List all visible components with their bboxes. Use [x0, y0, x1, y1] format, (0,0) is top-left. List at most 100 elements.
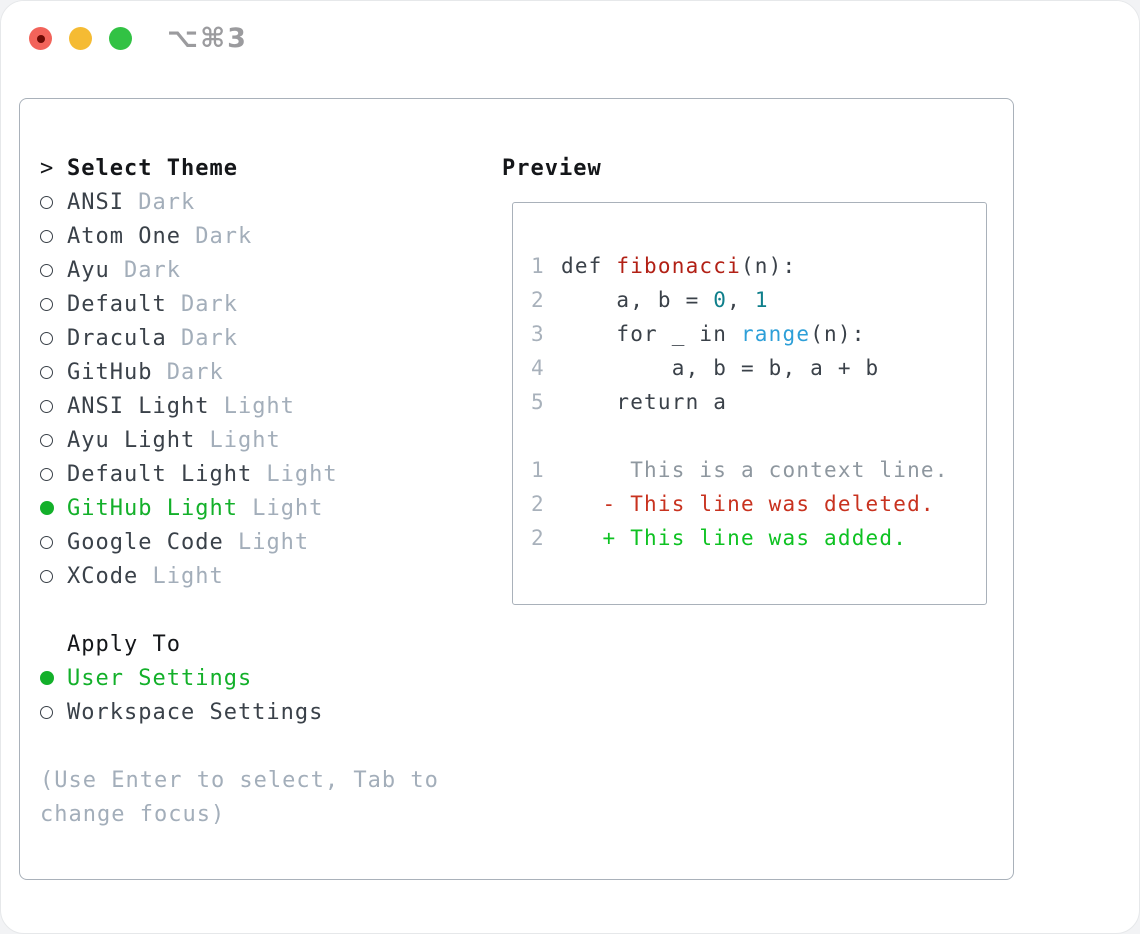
apply-option-label: Workspace Settings [67, 699, 324, 725]
theme-section-header: > Select Theme [40, 151, 480, 185]
theme-option-github[interactable]: GitHub Dark [40, 355, 480, 389]
token-func: fibonacci [616, 254, 741, 278]
theme-name: Atom One [67, 223, 181, 249]
theme-name: Default [67, 291, 167, 317]
line-number: 1 [531, 254, 545, 278]
radio-selected-icon [40, 671, 54, 685]
theme-option-ansi-light[interactable]: ANSI Light Light [40, 389, 480, 423]
preview-code-line: 2 a, b = 0, 1 [531, 283, 986, 317]
theme-option-default-light[interactable]: Default Light Light [40, 457, 480, 491]
apply-option-workspace-settings[interactable]: Workspace Settings [40, 695, 480, 729]
radio-icon [40, 365, 53, 379]
preview-code-line: 2 + This line was added. [531, 521, 986, 555]
token-plain: def [561, 254, 617, 278]
theme-variant: Light [223, 529, 310, 555]
line-number: 1 [531, 458, 545, 482]
preview-code-line: 4 a, b = b, a + b [531, 351, 986, 385]
close-button[interactable] [29, 27, 52, 50]
theme-variant: Light [195, 427, 281, 453]
theme-variant: Dark [166, 325, 238, 351]
spacer-row [40, 729, 480, 763]
radio-cell [40, 365, 67, 379]
radio-selected-icon [40, 501, 54, 515]
apply-option-user-settings[interactable]: User Settings [40, 661, 480, 695]
radio-cell [40, 399, 67, 413]
apply-option-label: User Settings [67, 665, 253, 691]
token-plain: a, b = [561, 288, 714, 312]
theme-variant: Dark [152, 359, 224, 385]
preview-title: Preview [502, 155, 602, 181]
radio-icon [40, 263, 53, 277]
token-plain: (n): [810, 322, 866, 346]
token-plain: for _ in [561, 322, 741, 346]
preview-code-line: 1 def fibonacci(n): [531, 249, 986, 283]
theme-option-ansi[interactable]: ANSI Dark [40, 185, 480, 219]
radio-icon [40, 331, 53, 345]
theme-name: XCode [67, 563, 139, 589]
hint-line-2: change focus) [40, 797, 480, 831]
radio-cell [40, 705, 67, 719]
hint-line-1: (Use Enter to select, Tab to [40, 763, 480, 797]
radio-cell [40, 671, 67, 685]
theme-name: ANSI [67, 189, 124, 215]
minimize-button[interactable] [69, 27, 92, 50]
radio-icon [40, 399, 53, 413]
theme-name: Default Light [67, 461, 253, 487]
apply-to-title: Apply To [67, 631, 181, 657]
line-number: 5 [531, 390, 545, 414]
traffic-lights [29, 27, 132, 50]
titlebar: ⌥⌘3 [1, 1, 1139, 75]
token-num: 1 [754, 288, 769, 312]
theme-section-title: Select Theme [67, 155, 238, 181]
radio-icon [40, 433, 53, 447]
token-plain: (n): [740, 254, 797, 278]
radio-cell [40, 569, 67, 583]
token-num: 0 [713, 288, 728, 312]
spacer-row [40, 593, 480, 627]
theme-option-xcode[interactable]: XCode Light [40, 559, 480, 593]
theme-name: GitHub [67, 359, 153, 385]
theme-variant: Light [252, 461, 338, 487]
radio-cell [40, 229, 67, 243]
radio-cell [40, 535, 67, 549]
theme-name: ANSI Light [67, 393, 210, 419]
token-plain: , [727, 288, 755, 312]
preview-code-line: 2 - This line was deleted. [531, 487, 986, 521]
radio-icon [40, 569, 53, 583]
line-number: 2 [531, 288, 545, 312]
focus-caret: > [40, 155, 55, 181]
radio-icon [40, 297, 53, 311]
zoom-button[interactable] [109, 27, 132, 50]
radio-cell [40, 501, 67, 515]
preview-code-line: 3 for _ in range(n): [531, 317, 986, 351]
theme-variant: Light [237, 495, 324, 521]
line-number: 2 [531, 526, 545, 550]
token-plain: a, b = b, a + b [561, 356, 880, 380]
hint-text: change focus) [40, 801, 226, 827]
theme-option-atom-one[interactable]: Atom One Dark [40, 219, 480, 253]
token-builtin: range [740, 322, 811, 346]
theme-option-default[interactable]: Default Dark [40, 287, 480, 321]
keyboard-shortcut-label: ⌥⌘3 [167, 23, 248, 54]
theme-option-ayu-light[interactable]: Ayu Light Light [40, 423, 480, 457]
radio-cell [40, 263, 67, 277]
token-added: + This line was added. [561, 526, 908, 550]
line-number: 2 [531, 492, 545, 516]
radio-icon [40, 195, 53, 209]
theme-variant: Dark [123, 189, 196, 215]
preview-code-line: 5 return a [531, 385, 986, 419]
theme-option-dracula[interactable]: Dracula Dark [40, 321, 480, 355]
radio-icon [40, 705, 53, 719]
radio-cell [40, 467, 67, 481]
hint-text: (Use Enter to select, Tab to [40, 767, 439, 793]
preview-blank-line [531, 419, 986, 453]
theme-option-ayu[interactable]: Ayu Dark [40, 253, 480, 287]
theme-name: Ayu Light [67, 427, 196, 453]
apply-to-header: Apply To [40, 627, 480, 661]
token-context: This is a context line. [561, 458, 949, 482]
theme-option-google-code[interactable]: Google Code Light [40, 525, 480, 559]
theme-option-github-light[interactable]: GitHub Light Light [40, 491, 480, 525]
